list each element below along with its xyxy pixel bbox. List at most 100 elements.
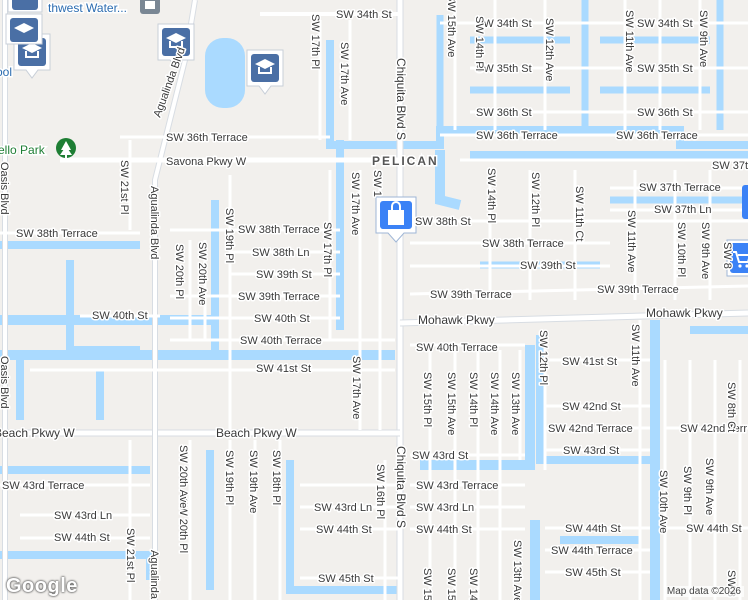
water-facility-marker[interactable] [140,0,160,14]
street-label[interactable]: SW 43rd Ln [415,501,476,516]
street-label[interactable]: SW 37th Ln [653,203,713,218]
street-label[interactable]: SW 44th St [315,523,374,538]
poi-label[interactable]: thwest Water... [47,0,129,17]
street-label[interactable]: SW 14th Ave [487,371,502,437]
street-label[interactable]: SW 20th Ave [176,444,191,510]
street-label[interactable]: SW 44th St [564,522,623,537]
street-label[interactable]: SW 43rd Ln [313,501,374,516]
street-label[interactable]: SW 11th Ave [622,9,637,75]
street-label[interactable]: SW 16th Pl [373,463,388,521]
street-label[interactable]: SW 39th St [519,259,578,274]
street-label[interactable]: SW 17th Ave [337,41,352,107]
shopping-cart-marker[interactable] [726,239,748,277]
street-label[interactable]: SW 21st Pl [117,159,132,216]
street-label[interactable]: SW 35th St [636,62,695,77]
street-label[interactable]: Savona Pkwy W [165,155,249,170]
street-label[interactable]: SW 44th Terrace [550,544,635,559]
street-label[interactable]: SW 36th St [475,106,534,121]
street-label[interactable]: SW 44th St [53,531,112,546]
street-label[interactable]: SW 42nd Terr [679,422,748,437]
street-label[interactable]: SW 9th Ave [698,221,713,281]
street-label[interactable]: SW 14th Pl [472,15,487,73]
street-label[interactable]: Chiquita Blvd S [393,57,410,142]
street-label[interactable]: SW 15t [444,567,459,600]
map-attribution[interactable]: Map data ©2026 [663,586,744,597]
street-label[interactable]: SW 10th Ave [656,469,671,535]
street-label[interactable]: SW 36th Terrace [615,129,700,144]
street-label[interactable]: SW 36th St [636,106,695,121]
street-label[interactable]: SW 39th St [255,268,314,283]
street-label[interactable]: SW 41st St [255,362,313,377]
street-label[interactable]: SW 45th St [564,566,623,581]
street-label[interactable]: SW 14t [466,567,481,600]
street-label[interactable]: SW 38th Terrace [15,227,100,242]
street-label[interactable]: SW 43rd Terrace [1,479,86,494]
street-label[interactable]: Mohawk Pkwy [417,312,497,329]
area-label[interactable]: PELICAN [371,153,439,170]
street-label[interactable]: SW 40th St [253,312,312,327]
street-label[interactable]: SW 38th Ln [251,246,311,261]
street-label[interactable]: SW 43rd Terrace [415,479,500,494]
street-label[interactable]: SW 20th Pl [176,497,191,555]
street-label[interactable]: SW 38th Terrace [237,223,322,238]
street-label[interactable]: SW 44th St [415,523,474,538]
street-label[interactable]: SW 40th St [91,309,150,324]
street-label[interactable]: SW 12th Pl [528,171,543,229]
street-label[interactable]: SW 9th Pl [680,465,695,517]
street-label[interactable]: Mohawk Pkwy [645,305,725,322]
school-marker-2[interactable] [246,49,284,95]
street-label[interactable]: SW 17th Pl [320,221,335,279]
street-label[interactable]: SW 39th Terrace [429,288,514,303]
street-label[interactable]: SW 43rd St [562,444,621,459]
street-label[interactable]: Beach Pkwy W [0,425,77,442]
street-label[interactable]: SW 39th Terrace [596,283,681,298]
street-label[interactable]: SW 35th St [475,62,534,77]
street-label[interactable]: SW 19th Pl [222,207,237,265]
street-label[interactable]: SW 12th Ave [542,17,557,83]
street-label[interactable]: SW 34th St [475,17,534,32]
street-label[interactable]: SW 17th Ave [349,355,364,421]
street-label[interactable]: SW 43rd St [411,449,470,464]
street-label[interactable]: SW 20th Pl [172,243,187,301]
street-label[interactable]: SW 8th Ct [724,381,739,434]
street-label[interactable]: SW 37th Terrace [638,181,723,196]
street-label[interactable]: Beach Pkwy W [215,425,299,442]
street-label[interactable]: SW 40th Terrace [415,341,500,356]
street-label[interactable]: SW 8 [720,241,735,271]
street-label[interactable]: Oasis Blvd [0,161,12,217]
street-label[interactable]: SW 19th Pl [222,449,237,507]
street-label[interactable]: SW 42nd Terrace [547,422,635,437]
google-logo[interactable]: Google [6,575,78,597]
school-marker-1[interactable] [157,23,195,69]
street-label[interactable]: SW 1 [370,169,385,199]
park-marker[interactable] [56,138,76,158]
street-label[interactable]: SW 36th Terrace [165,131,250,146]
street-label[interactable]: Agualinda [147,549,162,600]
street-label[interactable]: SW 13th Ave [508,371,523,437]
street-label[interactable]: SW 38th St [414,215,473,230]
street-label[interactable]: SW 34th St [636,17,695,32]
street-label[interactable]: SW 34th St [335,8,394,23]
street-label[interactable]: Chiquita Blvd S [393,445,410,530]
street-label[interactable]: SW 44th St [685,522,744,537]
street-label[interactable]: SW 21st Pl [123,527,138,584]
street-label[interactable]: SW 36th Terrace [475,129,560,144]
street-label[interactable]: SW 9th Ave [696,9,711,69]
school-marker-5[interactable] [7,0,43,13]
street-label[interactable]: SW 38th Terrace [481,237,566,252]
street-label[interactable]: SW 20th Ave [195,241,210,307]
school-marker-4[interactable] [5,13,43,45]
shop-marker-edge[interactable] [742,185,748,219]
street-label[interactable]: SW 12th Pl [536,329,551,387]
park-label[interactable]: ello Park [0,142,47,159]
street-label[interactable]: SW 10th Pl [674,221,689,279]
school-label[interactable]: ool [0,64,14,81]
shopping-bag-marker[interactable] [375,196,417,243]
street-label[interactable]: SW 45th St [317,572,376,587]
street-label[interactable]: SW 17th Ave [348,171,363,237]
street-label[interactable]: SW 39th Terrace [237,290,322,305]
street-label[interactable]: SW 40th Terrace [239,334,324,349]
street-label[interactable]: SW 14th Pl [484,167,499,225]
street-label[interactable]: SW 13th Ave [510,539,525,600]
